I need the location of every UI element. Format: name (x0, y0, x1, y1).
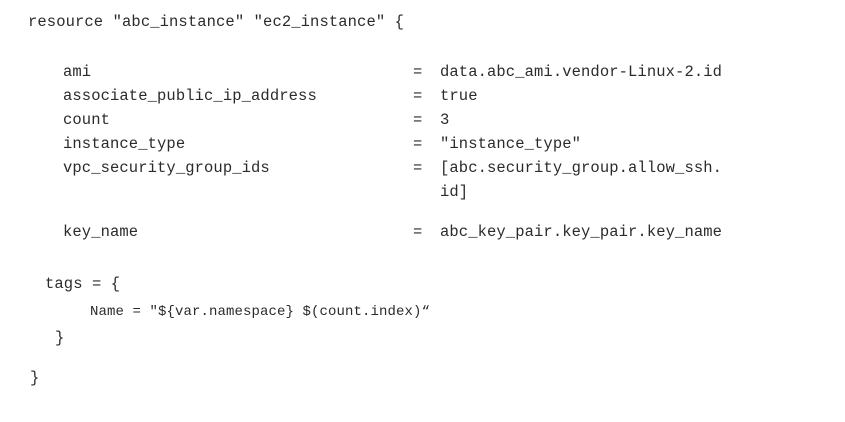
attribute-value-instance-type: "instance_type" (440, 135, 582, 153)
equals-sign: = (413, 87, 423, 105)
attribute-name-associate-public-ip-address: associate_public_ip_address (63, 87, 317, 105)
attribute-value-vpc-security-group-ids: [abc.security_group.allow_ssh. (440, 159, 723, 177)
tags-block-close-brace: } (55, 329, 65, 347)
attribute-name-key-name: key_name (63, 223, 139, 241)
equals-sign: = (413, 159, 423, 177)
attribute-name-vpc-security-group-ids: vpc_security_group_ids (63, 159, 270, 177)
equals-sign: = (413, 63, 423, 81)
attribute-name-instance-type: instance_type (63, 135, 186, 153)
resource-block-close-brace: } (30, 369, 40, 387)
attribute-name-ami: ami (63, 63, 92, 81)
equals-sign: = (413, 223, 423, 241)
equals-sign: = (413, 135, 423, 153)
attribute-value-associate-public-ip-address: true (440, 87, 478, 105)
attribute-value-count: 3 (440, 111, 450, 129)
attribute-value-ami: data.abc_ami.vendor-Linux-2.id (440, 63, 723, 81)
attribute-name-count: count (63, 111, 111, 129)
tags-block-name-entry: Name = "${var.namespace} $(count.index)“ (90, 304, 431, 320)
equals-sign: = (413, 111, 423, 129)
attribute-value-key-name: abc_key_pair.key_pair.key_name (440, 223, 723, 241)
tags-block-open: tags = { (45, 275, 121, 293)
resource-declaration-line: resource "abc_instance" "ec2_instance" { (28, 13, 405, 31)
attribute-value-vpc-security-group-ids-continuation: id] (440, 183, 469, 201)
